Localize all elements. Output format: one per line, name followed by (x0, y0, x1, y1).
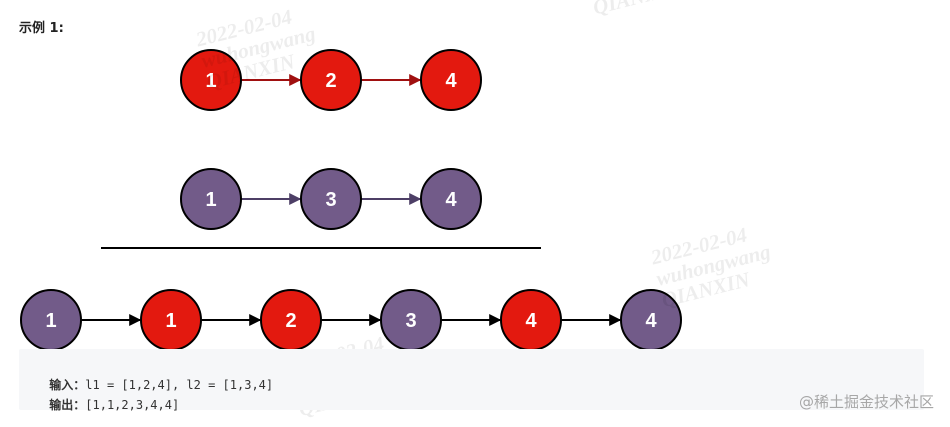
merged-node: 4 (620, 289, 682, 351)
l1-node: 4 (420, 49, 482, 111)
input-label: 输入： (49, 378, 86, 392)
merged-node-label: 3 (405, 310, 416, 332)
merged-node: 1 (20, 289, 82, 351)
l2-node-circle (300, 168, 362, 230)
input-value: l1 = [1,2,4], l2 = [1,3,4] (85, 378, 274, 392)
l1-node-circle (420, 49, 482, 111)
merged-node: 2 (260, 289, 322, 351)
l1-node-label: 2 (325, 70, 336, 92)
l1-node-circle (300, 49, 362, 111)
brand-watermark: @稀土掘金技术社区 (798, 393, 934, 411)
input-line: 输入：l1 = [1,2,4], l2 = [1,3,4] (34, 362, 273, 407)
output-label: 输出： (49, 398, 86, 412)
merged-node-label: 2 (285, 310, 296, 332)
l1-node-label: 4 (445, 70, 457, 92)
merged-node: 3 (380, 289, 442, 351)
l2-node-circle (180, 168, 242, 230)
merged-node-label: 1 (45, 310, 56, 332)
l2-node-label: 3 (325, 189, 336, 211)
merged-node: 1 (140, 289, 202, 351)
l2-node: 3 (300, 168, 362, 230)
l2-node: 4 (420, 168, 482, 230)
l2-node-label: 4 (445, 189, 457, 211)
example-heading: 示例 1: (19, 21, 64, 36)
code-block: 输入：l1 = [1,2,4], l2 = [1,3,4] 输出：[1,1,2,… (19, 349, 924, 412)
l1-node-circle (180, 49, 242, 111)
l2-node: 1 (180, 168, 242, 230)
merged-node-label: 4 (525, 310, 537, 332)
output-line: 输出：[1,1,2,3,4,4] (34, 382, 179, 427)
l2-node-circle (420, 168, 482, 230)
merged-node: 4 (500, 289, 562, 351)
l2-node-label: 1 (205, 189, 216, 211)
l1-node: 1 (180, 49, 242, 111)
l1-node: 2 (300, 49, 362, 111)
merged-node-label: 1 (165, 310, 176, 332)
l1-node-label: 1 (205, 70, 216, 92)
output-value: [1,1,2,3,4,4] (85, 398, 180, 412)
merged-node-label: 4 (645, 310, 657, 332)
